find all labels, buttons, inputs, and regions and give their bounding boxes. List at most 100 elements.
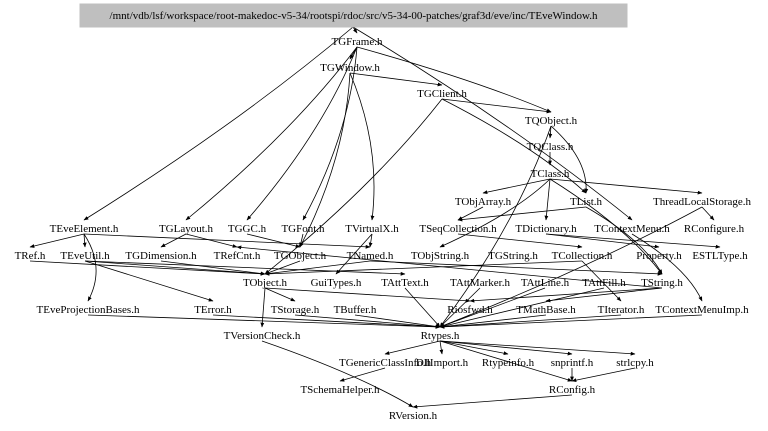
edge-tnamed-to-tstring xyxy=(369,260,663,276)
edge-tnamed-to-tobject xyxy=(264,260,371,276)
node-tgclient[interactable]: TGClient.h xyxy=(417,88,467,100)
node-tobjstring[interactable]: TObjString.h xyxy=(411,250,470,262)
node-property[interactable]: Property.h xyxy=(636,250,682,262)
edge-tclass-to-tobjstring xyxy=(439,178,551,248)
edge-tgwindow-to-tgobject xyxy=(299,72,351,248)
edge-tstring-to-tmathbase xyxy=(545,287,663,303)
edge-tggc-to-tgobject xyxy=(246,233,301,248)
edge-tbuffer-to-rtypes xyxy=(354,314,441,329)
edge-tstring-to-riosfwd xyxy=(469,287,663,303)
node-tgframe[interactable]: TGFrame.h xyxy=(331,36,383,48)
node-tgdimension[interactable]: TGDimension.h xyxy=(125,250,197,262)
node-tschemahelper[interactable]: TSchemaHelper.h xyxy=(300,384,380,396)
node-tvirtualx[interactable]: TVirtualX.h xyxy=(345,223,399,235)
node-snprintf[interactable]: snprintf.h xyxy=(551,357,594,369)
edges xyxy=(29,26,721,409)
node-estltype[interactable]: ESTLType.h xyxy=(692,250,748,262)
node-tgwindow[interactable]: TGWindow.h xyxy=(320,62,380,74)
edge-tclass-to-tobjarray xyxy=(482,178,551,194)
edge-strlcpy-to-rconfig xyxy=(571,367,636,383)
edge-tgclient-to-tlist xyxy=(441,98,587,194)
node-titerator[interactable]: TIterator.h xyxy=(598,304,645,316)
node-teveelement[interactable]: TEveElement.h xyxy=(50,223,119,235)
node-tstorage[interactable]: TStorage.h xyxy=(271,304,320,316)
node-tcollection[interactable]: TCollection.h xyxy=(552,250,613,262)
edge-rtypes-to-strlcpy xyxy=(439,340,636,356)
node-tatttext[interactable]: TAttText.h xyxy=(381,277,429,289)
node-tmathbase[interactable]: TMathBase.h xyxy=(516,304,576,316)
edge-tgframe-to-tqobject xyxy=(356,46,552,113)
node-rconfigure[interactable]: RConfigure.h xyxy=(684,223,745,235)
node-tnamed[interactable]: TNamed.h xyxy=(347,250,394,262)
node-riosfwd[interactable]: Riosfwd.h xyxy=(447,304,493,316)
node-tdictionary[interactable]: TDictionary.h xyxy=(515,223,577,235)
node-tgobject[interactable]: TGObject.h xyxy=(274,250,327,262)
edge-teveutil-to-tobject xyxy=(84,260,266,276)
node-dllimport[interactable]: DllImport.h xyxy=(416,357,469,369)
node-tcontextmenuimp[interactable]: TContextMenuImp.h xyxy=(655,304,749,316)
edge-tstring-to-trefcnt xyxy=(236,245,663,289)
edge-teveutil-to-tatttext xyxy=(84,260,406,276)
node-tglayout[interactable]: TGLayout.h xyxy=(159,223,214,235)
node-guitypes[interactable]: GuiTypes.h xyxy=(311,277,362,289)
node-tversioncheck[interactable]: TVersionCheck.h xyxy=(224,330,301,342)
node-teveprojectionbases[interactable]: TEveProjectionBases.h xyxy=(37,304,140,316)
edge-tmathbase-to-rtypes xyxy=(439,314,547,329)
node-tobjarray[interactable]: TObjArray.h xyxy=(455,196,512,208)
edge-tclass-to-threadlocalstorage xyxy=(549,178,703,195)
node-tqobject[interactable]: TQObject.h xyxy=(525,115,578,127)
node-tclass[interactable]: TClass.h xyxy=(531,168,570,180)
node-threadlocalstorage[interactable]: ThreadLocalStorage.h xyxy=(653,196,752,208)
edge-rtypes-to-rconfig xyxy=(439,340,573,382)
edge-tdictionary-to-estltype xyxy=(545,233,721,249)
node-tattmarker[interactable]: TAttMarker.h xyxy=(450,277,510,289)
node-tlist[interactable]: TList.h xyxy=(570,196,603,208)
node-tseqcollection[interactable]: TSeqCollection.h xyxy=(419,223,497,235)
edge-tobject-to-riosfwd xyxy=(264,287,471,303)
edge-tdictionary-to-property xyxy=(545,233,660,249)
node-tref[interactable]: TRef.h xyxy=(15,250,46,262)
root-node-box[interactable] xyxy=(79,3,628,28)
node-tcontextmenu[interactable]: TContextMenu.h xyxy=(594,223,670,235)
node-trefcnt[interactable]: TRefCnt.h xyxy=(214,250,261,262)
node-rversion[interactable]: RVersion.h xyxy=(389,410,438,422)
node-tbuffer[interactable]: TBuffer.h xyxy=(334,304,377,316)
root-node-label[interactable]: /mnt/vdb/lsf/workspace/root-makedoc-v5-3… xyxy=(110,10,598,22)
node-tggc[interactable]: TGGC.h xyxy=(228,223,267,235)
edge-tgwindow-to-tgclient xyxy=(349,72,443,87)
edge-tglayout-to-tgdimension xyxy=(160,233,187,248)
edge-rconfig-to-rversion xyxy=(412,394,573,409)
edge-tqobject-to-tlist xyxy=(550,125,589,194)
node-tattline[interactable]: TAttLine.h xyxy=(521,277,570,289)
edge-tatttext-to-rtypes xyxy=(404,287,441,328)
node-teveutil[interactable]: TEveUtil.h xyxy=(60,250,110,262)
edge-tgclient-to-tqobject xyxy=(441,98,552,114)
edge-tobject-to-tversioncheck xyxy=(260,287,266,328)
node-tstring[interactable]: TString.h xyxy=(641,277,683,289)
edge-tgframe-to-tglayout xyxy=(185,46,358,221)
edge-rtypes-to-dllimport xyxy=(439,340,444,355)
node-tobject[interactable]: TObject.h xyxy=(243,277,288,289)
edge-tqobject-to-rtypes xyxy=(439,125,552,328)
node-tattfill[interactable]: TAttFill.h xyxy=(582,277,626,289)
node-rconfig[interactable]: RConfig.h xyxy=(549,384,596,396)
node-tqclass[interactable]: TQClass.h xyxy=(527,141,574,153)
node-tgenericclassinfo[interactable]: TGenericClassInfo.h xyxy=(339,357,431,369)
node-terror[interactable]: TError.h xyxy=(194,304,232,316)
edge-rtypes-to-rtypeinfo xyxy=(439,340,509,356)
node-rtypes[interactable]: Rtypes.h xyxy=(421,330,460,342)
edge-tgenericclassinfo-to-tschemahelper xyxy=(339,367,386,382)
node-rtypeinfo[interactable]: Rtypeinfo.h xyxy=(482,357,535,369)
edge-tlist-to-tstring xyxy=(585,206,663,275)
edge-tattfill-to-rtypes xyxy=(439,287,605,328)
node-tgfont[interactable]: TGFont.h xyxy=(281,223,325,235)
edge-teveelement-to-teveutil xyxy=(82,233,87,248)
edge-teveelement-to-teveprojectionbases xyxy=(83,233,97,302)
edge-titerator-to-rtypes xyxy=(439,314,622,329)
node-strlcpy[interactable]: strlcpy.h xyxy=(616,357,654,369)
edge-tcollection-to-tobject xyxy=(264,260,583,276)
edge-tgdimension-to-tobject xyxy=(160,260,266,276)
node-tgstring[interactable]: TGString.h xyxy=(488,250,538,262)
